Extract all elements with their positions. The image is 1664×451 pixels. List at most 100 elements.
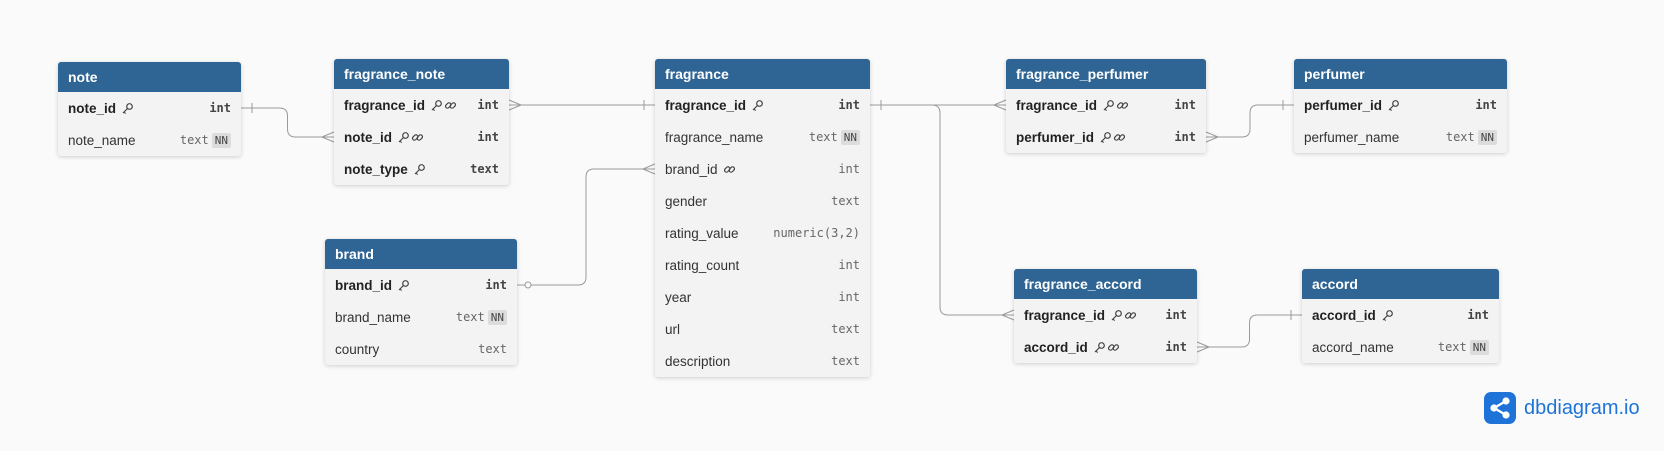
column-name-wrap: perfumer_name bbox=[1304, 130, 1438, 145]
relationship-fragrance-fragrance-accord[interactable] bbox=[870, 100, 1015, 321]
column-name: description bbox=[665, 353, 731, 369]
column-type: int bbox=[477, 98, 499, 112]
column-name-wrap: country bbox=[335, 342, 470, 357]
column-name-wrap: url bbox=[665, 322, 823, 337]
link-icon bbox=[1113, 131, 1126, 144]
table-header-fragrance-perfumer[interactable]: fragrance_perfumer bbox=[1006, 59, 1206, 89]
column-row-fragrance-fragrance-id[interactable]: fragrance_id int bbox=[655, 89, 870, 121]
column-name-wrap: fragrance_id bbox=[1016, 98, 1166, 113]
column-icons bbox=[413, 163, 426, 176]
column-row-perfumer-perfumer-id[interactable]: perfumer_id int bbox=[1294, 89, 1507, 121]
column-name-wrap: accord_id bbox=[1312, 308, 1459, 323]
key-icon bbox=[1110, 309, 1123, 322]
column-name: note_name bbox=[68, 132, 136, 148]
column-name-wrap: perfumer_id bbox=[1304, 98, 1467, 113]
column-row-fragrance-accord-accord-id[interactable]: accord_id int bbox=[1014, 331, 1197, 363]
column-name-wrap: brand_id bbox=[665, 162, 830, 177]
relationship-fragrance-fragrance-perfumer[interactable] bbox=[870, 99, 1007, 111]
table-header-fragrance-note[interactable]: fragrance_note bbox=[334, 59, 509, 89]
column-type: text bbox=[470, 162, 499, 176]
table-header-accord[interactable]: accord bbox=[1302, 269, 1499, 299]
key-icon bbox=[121, 102, 134, 115]
column-icons bbox=[723, 163, 736, 176]
column-name-wrap: accord_id bbox=[1024, 340, 1157, 355]
column-name: country bbox=[335, 341, 380, 357]
column-type: int bbox=[1475, 98, 1497, 112]
table-header-fragrance[interactable]: fragrance bbox=[655, 59, 870, 89]
column-type: int bbox=[1165, 308, 1187, 322]
key-icon bbox=[1387, 99, 1400, 112]
column-name-wrap: gender bbox=[665, 194, 823, 209]
link-icon bbox=[1116, 99, 1129, 112]
relationship-accord-fragrance-accord[interactable] bbox=[1196, 310, 1302, 353]
not-null-badge: NN bbox=[487, 309, 507, 325]
column-type: int bbox=[485, 278, 507, 292]
column-name: fragrance_id bbox=[1024, 307, 1106, 323]
column-row-fragrance-url[interactable]: url text bbox=[655, 313, 870, 345]
dbdiagram-watermark[interactable]: dbdiagram.io bbox=[1484, 392, 1640, 424]
column-name-wrap: note_id bbox=[344, 130, 469, 145]
key-icon bbox=[751, 99, 764, 112]
column-row-fragrance-accord-fragrance-id[interactable]: fragrance_id int bbox=[1014, 299, 1197, 331]
column-name-wrap: note_name bbox=[68, 133, 172, 148]
key-icon bbox=[413, 163, 426, 176]
table-header-brand[interactable]: brand bbox=[325, 239, 517, 269]
column-type: numeric(3,2) bbox=[773, 226, 860, 240]
column-type: text bbox=[478, 342, 507, 356]
column-type: text bbox=[455, 310, 485, 324]
column-name: url bbox=[665, 321, 681, 337]
table-header-note[interactable]: note bbox=[58, 62, 241, 92]
link-icon bbox=[411, 131, 424, 144]
column-type: text bbox=[1437, 340, 1467, 354]
relationship-note-fragrance-note[interactable] bbox=[241, 103, 335, 143]
key-icon bbox=[397, 131, 410, 144]
key-icon bbox=[1093, 341, 1106, 354]
relationship-perfumer-fragrance-perfumer[interactable] bbox=[1205, 100, 1294, 143]
column-type: int bbox=[838, 98, 860, 112]
relationship-fragrance-fragrance-note[interactable] bbox=[508, 99, 655, 111]
column-row-brand-brand-id[interactable]: brand_id int bbox=[325, 269, 517, 301]
share-nodes-icon bbox=[1484, 392, 1516, 424]
column-name-wrap: fragrance_id bbox=[665, 98, 830, 113]
column-type: int bbox=[1165, 340, 1187, 354]
table-header-fragrance-accord[interactable]: fragrance_accord bbox=[1014, 269, 1197, 299]
column-type: text bbox=[831, 322, 860, 336]
column-type: int bbox=[838, 290, 860, 304]
column-name: note_id bbox=[344, 129, 393, 145]
column-name-wrap: fragrance_name bbox=[665, 130, 801, 145]
column-row-brand-country[interactable]: country text bbox=[325, 333, 517, 365]
table-header-perfumer[interactable]: perfumer bbox=[1294, 59, 1507, 89]
column-name: brand_id bbox=[335, 277, 393, 293]
column-name-wrap: rating_count bbox=[665, 258, 830, 273]
column-type: int bbox=[1174, 130, 1196, 144]
column-name-wrap: fragrance_id bbox=[1024, 308, 1157, 323]
relationship-brand-fragrance[interactable] bbox=[517, 163, 656, 289]
